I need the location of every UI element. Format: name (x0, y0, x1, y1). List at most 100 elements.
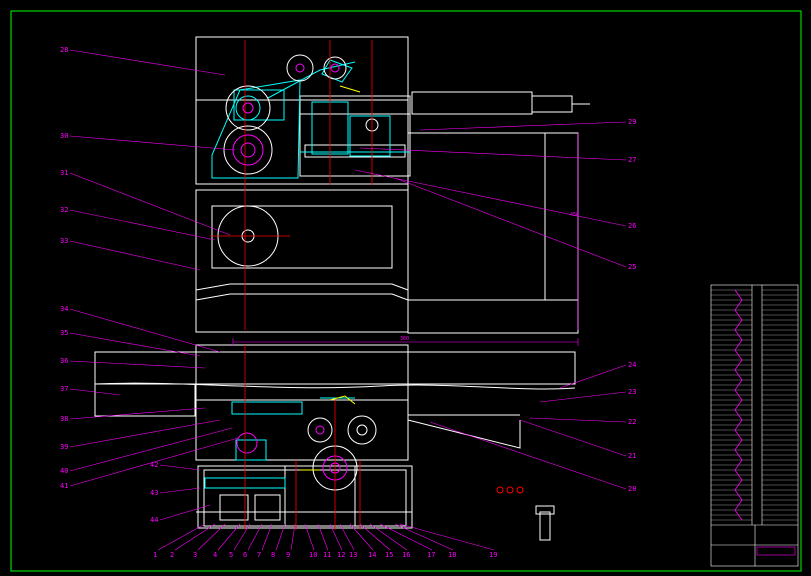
callout-label: 20 (628, 485, 636, 493)
callout-label: 5 (229, 551, 233, 559)
leader-line (419, 121, 627, 131)
leader-line (317, 523, 329, 551)
leader-line (159, 464, 201, 471)
callout-label: 38 (60, 415, 68, 423)
lower-hidden-lines (204, 397, 355, 489)
callout-label: 18 (448, 551, 456, 559)
callout-label: 13 (349, 551, 357, 559)
callout-label: 10 (309, 551, 317, 559)
title-block (710, 284, 799, 567)
callout-label: 36 (60, 357, 68, 365)
callout-label: 33 (60, 237, 68, 245)
callout-label: 15 (385, 551, 393, 559)
callout-label: 27 (628, 156, 636, 164)
lower-assembly (94, 344, 576, 541)
leader-line (429, 421, 627, 490)
leader-line (69, 388, 121, 396)
callout-label: 37 (60, 385, 68, 393)
callout-label: 3 (193, 551, 197, 559)
callout-label: 39 (60, 443, 68, 451)
callout-label: 44 (150, 516, 158, 524)
callout-label: 29 (628, 118, 636, 126)
callout-label: 7 (257, 551, 261, 559)
callout-label: 41 (60, 482, 68, 490)
leader-line (379, 523, 433, 551)
callout-label: 35 (60, 329, 68, 337)
callout-label: 40 (60, 467, 68, 475)
callout-label: 21 (628, 452, 636, 460)
leader-line (394, 523, 454, 551)
leader-line (233, 523, 251, 551)
callout-label: 4 (213, 551, 217, 559)
leader-line (159, 487, 201, 494)
callout-label: 26 (628, 222, 636, 230)
upper-hidden-lines (211, 59, 410, 179)
leader-line (519, 419, 627, 457)
leader-line (157, 523, 206, 551)
callout-label: 12 (337, 551, 345, 559)
leader-line (69, 240, 201, 271)
lower-wheels (236, 415, 524, 494)
leader-line (69, 49, 226, 76)
leader-line (69, 172, 231, 236)
leader-line (69, 308, 221, 353)
leader-line (159, 504, 211, 521)
leader-line (539, 391, 627, 403)
dimension-lines (232, 133, 579, 346)
leader-line (399, 523, 495, 551)
leader-line (275, 523, 286, 551)
leader-line (217, 523, 241, 551)
leader-line (559, 364, 627, 389)
callout-label: 14 (368, 551, 376, 559)
callout-label: 2 (170, 551, 174, 559)
leader-line (261, 523, 273, 551)
leader-line (304, 523, 315, 551)
callout-label: 23 (628, 388, 636, 396)
title-block-chain (734, 289, 743, 521)
callout-label: 8 (271, 551, 275, 559)
leader-line (69, 437, 239, 487)
callout-label: 19 (489, 551, 497, 559)
leader-line (69, 360, 206, 369)
callout-label: 9 (286, 551, 290, 559)
leader-line (290, 523, 296, 551)
leader-line (174, 523, 216, 551)
callout-label: 25 (628, 263, 636, 271)
leader-line (69, 135, 236, 151)
callout-label: 16 (402, 551, 410, 559)
leader-line (69, 209, 216, 241)
leader-line (339, 523, 355, 551)
leader-line (329, 523, 343, 551)
callout-label: 11 (323, 551, 331, 559)
centerlines (210, 40, 373, 530)
leader-lines (69, 49, 627, 551)
callout-label: 32 (60, 206, 68, 214)
title-block-rows (711, 289, 798, 521)
accent-marks (300, 85, 361, 471)
leader-line (69, 332, 201, 357)
callout-label: 43 (150, 489, 158, 497)
dimension-horizontal: 360 (400, 336, 409, 342)
leader-line (359, 147, 627, 161)
callout-label: 30 (60, 132, 68, 140)
leader-line (69, 427, 233, 472)
title-block-stamp (756, 546, 796, 556)
callout-label: 22 (628, 418, 636, 426)
callout-label: 24 (628, 361, 636, 369)
upper-assembly (195, 36, 590, 334)
callout-label: 17 (427, 551, 435, 559)
callout-label: 34 (60, 305, 68, 313)
leader-line (69, 407, 206, 420)
leader-line (529, 417, 627, 423)
leader-line (369, 523, 408, 551)
callout-label: 42 (150, 461, 158, 469)
leader-line (354, 169, 627, 227)
callout-label: 31 (60, 169, 68, 177)
drawing-frame (10, 10, 802, 572)
callout-labels: 2830313233343536373839404142434429272625… (60, 46, 636, 559)
leader-line (247, 523, 263, 551)
leader-line (394, 177, 627, 268)
leader-line (69, 419, 221, 448)
leader-line (197, 523, 226, 551)
